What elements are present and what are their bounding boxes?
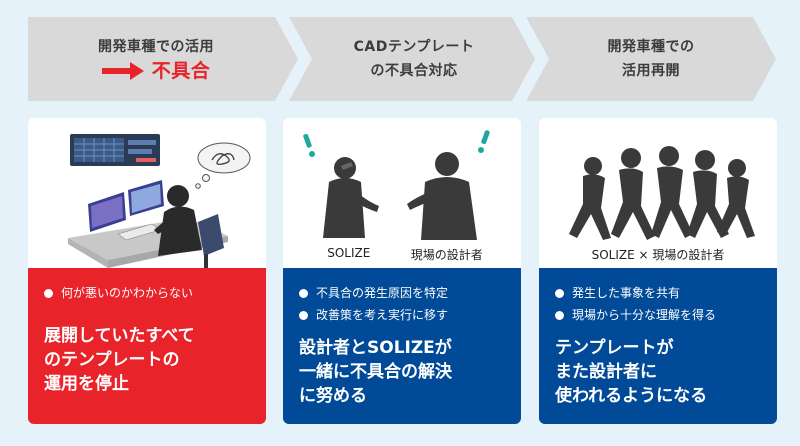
- list-item: 改善策を考え実行に移す: [299, 304, 505, 326]
- card-2-bullets: 不具合の発生原因を特定 改善策を考え実行に移す: [299, 282, 505, 326]
- card-2-labels: SOLIZE 現場の設計者: [283, 246, 521, 263]
- bullet-text: 現場から十分な理解を得る: [572, 308, 717, 322]
- exclamation-icon: [303, 133, 315, 157]
- step-3-chevron: 開発車種での 活用再開: [526, 17, 776, 101]
- headline-line: 一緒に不具合の解決: [299, 362, 452, 382]
- card-1-bullets: 何が悪いのかわからない: [44, 282, 250, 304]
- label-field-designer: 現場の設計者: [410, 248, 483, 262]
- headline-line: のテンプレートの: [44, 350, 180, 370]
- card-2-panel: 不具合の発生原因を特定 改善策を考え実行に移す 設計者とSOLIZEが 一緒に不…: [283, 268, 521, 424]
- headline-line: に努める: [299, 386, 367, 406]
- card-resume-usage: SOLIZE × 現場の設計者 発生した事象を共有 現場から十分な理解を得る テ…: [539, 118, 777, 424]
- step-1-title: 開発車種での活用: [98, 39, 214, 55]
- bullet-dot-icon: [555, 310, 564, 320]
- bullet-dot-icon: [299, 288, 308, 298]
- label-solize-x-designer: SOLIZE × 現場の設計者: [591, 248, 725, 262]
- headline-line: 設計者とSOLIZEが: [299, 338, 452, 358]
- bullet-text: 改善策を考え実行に移す: [316, 308, 449, 322]
- step-2-chevron: CADテンプレート の不具合対応: [289, 17, 535, 101]
- bullet-dot-icon: [299, 310, 308, 320]
- headline-line: テンプレートが: [555, 338, 674, 358]
- headline-line: 使われるようになる: [555, 386, 708, 406]
- bullet-text: 不具合の発生原因を特定: [316, 286, 449, 300]
- process-steps: 開発車種での活用 不具合 CADテンプレート の不具合対応 開発車種での 活用再…: [0, 0, 800, 110]
- team-running-illustration: [569, 146, 755, 240]
- step-2-title: CADテンプレート: [353, 39, 475, 55]
- headline-line: 運用を停止: [44, 374, 129, 394]
- step-1-chevron: 開発車種での活用 不具合: [28, 17, 298, 101]
- step-3-title: 開発車種での: [607, 39, 695, 55]
- bullet-text: 何が悪いのかわからない: [61, 286, 194, 300]
- list-item: 何が悪いのかわからない: [44, 282, 250, 304]
- card-3-headline: テンプレートが また設計者に 使われるようになる: [555, 336, 761, 408]
- step-1-status: 不具合: [101, 59, 211, 83]
- card-1-panel: 何が悪いのかわからない 展開していたすべて のテンプレートの 運用を停止: [28, 268, 266, 424]
- right-arrow-icon: [101, 61, 146, 81]
- headline-line: 展開していたすべて: [44, 326, 195, 346]
- bullet-text: 発生した事象を共有: [572, 286, 681, 300]
- step-1-status-text: 不具合: [151, 60, 211, 82]
- engineer-at-workstation-illustration: [68, 134, 251, 268]
- list-item: 発生した事象を共有: [555, 282, 761, 304]
- list-item: 現場から十分な理解を得る: [555, 304, 761, 326]
- card-2-headline: 設計者とSOLIZEが 一緒に不具合の解決 に努める: [299, 336, 505, 408]
- card-fix-issues: SOLIZE 現場の設計者 不具合の発生原因を特定 改善策を考え実行に移す 設計…: [283, 118, 521, 424]
- bullet-dot-icon: [44, 288, 53, 298]
- discussion-illustration: [303, 130, 490, 240]
- bullet-dot-icon: [555, 288, 564, 298]
- card-1-headline: 展開していたすべて のテンプレートの 運用を停止: [44, 324, 250, 396]
- exclamation-icon: [478, 130, 490, 153]
- card-stop-usage: 何が悪いのかわからない 展開していたすべて のテンプレートの 運用を停止: [28, 118, 266, 424]
- step-3-subtitle: 活用再開: [622, 63, 680, 79]
- headline-line: また設計者に: [555, 362, 657, 382]
- card-3-bullets: 発生した事象を共有 現場から十分な理解を得る: [555, 282, 761, 326]
- thought-bubble-icon: [195, 142, 251, 189]
- card-3-panel: 発生した事象を共有 現場から十分な理解を得る テンプレートが また設計者に 使わ…: [539, 268, 777, 424]
- list-item: 不具合の発生原因を特定: [299, 282, 505, 304]
- card-3-label: SOLIZE × 現場の設計者: [539, 246, 777, 263]
- step-2-subtitle: の不具合対応: [370, 63, 458, 79]
- label-solize: SOLIZE: [327, 246, 371, 260]
